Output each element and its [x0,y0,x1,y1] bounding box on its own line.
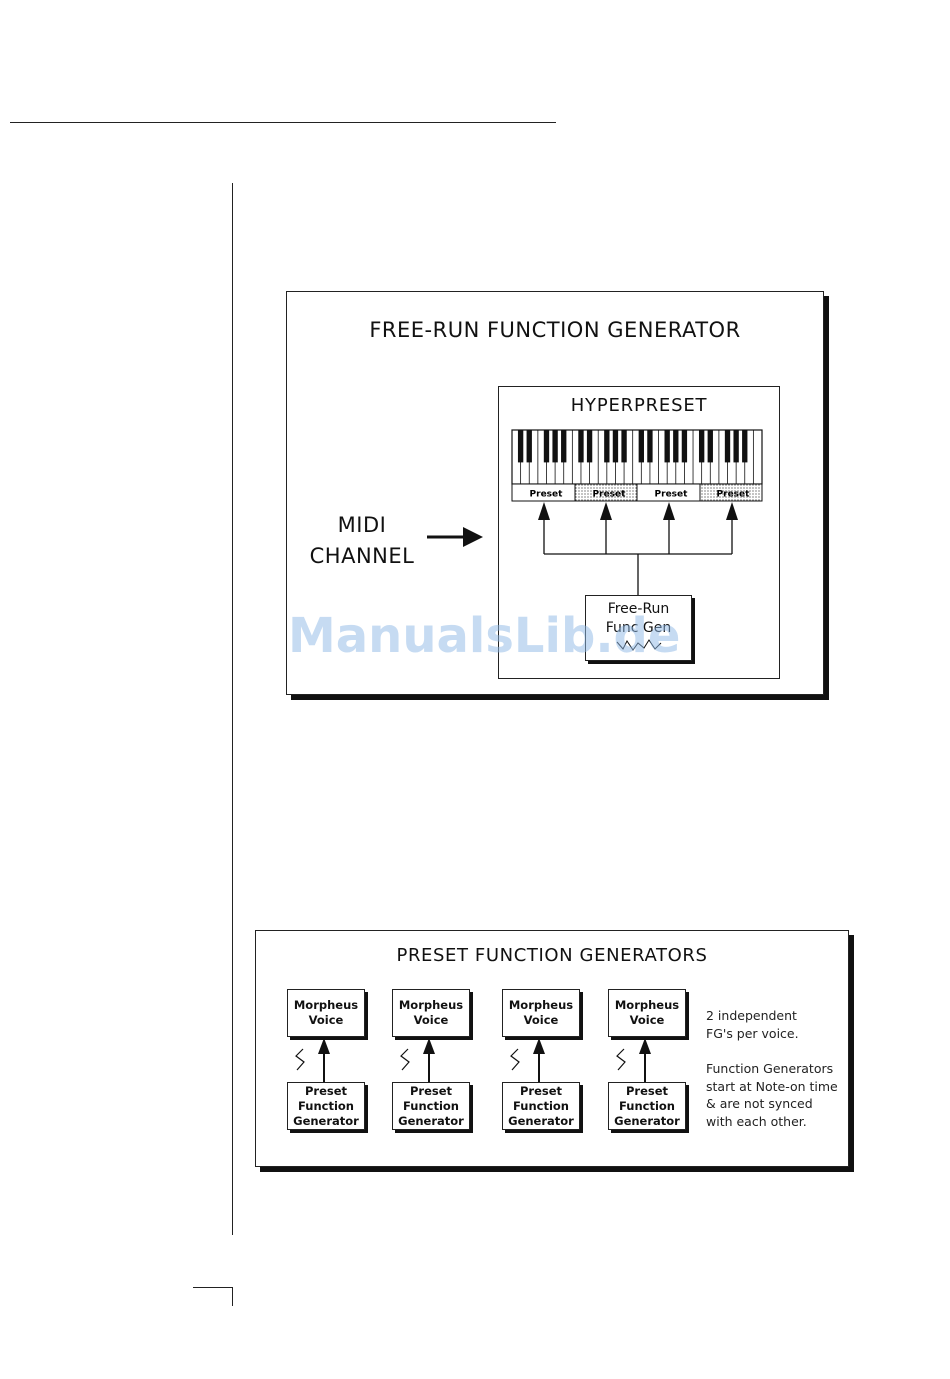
fg-label-line-1: Preset [409,1084,453,1098]
black-key [586,430,593,463]
footer-corner-horizontal [193,1287,233,1288]
note-line: with each other. [706,1113,807,1129]
zone-4 [699,483,763,502]
margin-rule [232,183,233,1235]
black-key [664,430,670,463]
zone-label-2: Preset [593,490,627,500]
voice-arrows [295,1038,651,1082]
fg-label-line-2: Function [402,1099,459,1113]
black-key [517,430,524,463]
black-key [526,430,532,463]
black-key [647,430,653,463]
fg-label-line-2: Function [512,1099,569,1113]
black-key [561,430,567,463]
morpheus-voice-box: Morpheus Voice [502,989,580,1037]
black-key [681,430,688,463]
hyperpreset-title: HYPERPRESET [570,395,708,416]
voice-arrow-head [533,1038,545,1054]
voice-arrow-head [423,1038,435,1054]
morpheus-voice-box: Morpheus Voice [287,989,365,1037]
fg-box-line-1: Free-Run [607,601,670,617]
arrow-heads [538,502,738,520]
modulation-squiggle [295,1048,305,1071]
fg-label-line-1: Preset [519,1084,563,1098]
voice-label-line-1: Morpheus [293,998,359,1012]
note-line: 2 independent [706,1008,797,1023]
black-key [621,430,627,463]
black-key [604,430,610,463]
black-key [733,430,739,463]
voice-arrow-head [639,1038,651,1054]
midi-label-line-1: MIDI [337,513,387,537]
black-key [698,430,705,463]
voice-label-line-1: Morpheus [614,998,680,1012]
zone-label-4: Preset [717,490,751,500]
note-line: start at Note-on time [706,1078,838,1094]
black-key [673,430,679,463]
free-run-figure: FREE-RUN FUNCTION GENERATOR MIDI CHANNEL… [286,291,824,695]
voice-label-line-1: Morpheus [398,998,464,1012]
header-rule [10,122,556,123]
keyboard [511,429,763,485]
voice-label-line-1: Morpheus [508,998,574,1012]
arrow-head-1 [538,502,550,520]
fg-label-line-3: Generator [293,1114,359,1128]
preset-fg-figure: PRESET FUNCTION GENERATORS Morpheus Voic… [255,930,849,1167]
black-key [543,430,550,463]
figure-title: PRESET FUNCTION GENERATORS [396,945,708,966]
zone-label-1: Preset [530,490,564,500]
black-key [724,430,731,463]
figure-title: FREE-RUN FUNCTION GENERATOR [369,318,741,342]
note-line: Function Generators [706,1061,834,1076]
modulation-squiggle [400,1048,410,1071]
arrow-head-4 [726,502,738,520]
note-line: & are not synced [706,1096,813,1111]
hyperpreset-box: HYPERPRESET [498,386,780,679]
arrow-head-3 [663,502,675,520]
random-wave-icon [616,639,661,651]
fg-label-line-3: Generator [508,1114,574,1128]
zone-label-3: Preset [655,490,689,500]
preset-zone-strip: Preset Preset Preset Preset [511,483,763,502]
voice-label-line-2: Voice [523,1013,559,1027]
voice-label-line-2: Voice [308,1013,344,1027]
connection-lines [543,516,733,599]
footer-corner-vertical [232,1287,233,1306]
arrow-head-2 [600,502,612,520]
preset-function-generator-box: Preset Function Generator [287,1082,365,1130]
free-run-diagram-graphics: Preset Preset Preset Preset [427,429,763,599]
voice-label-line-2: Voice [413,1013,449,1027]
fg-label-line-2: Function [618,1099,675,1113]
free-run-func-gen-box: Free-Run Func Gen [585,595,692,661]
black-key [552,430,558,463]
modulation-squiggle [510,1048,520,1071]
preset-function-generator-box: Preset Function Generator [392,1082,470,1130]
midi-arrow-head [463,527,483,547]
voice-label-line-2: Voice [629,1013,665,1027]
black-key [612,430,619,463]
fg-label-line-1: Preset [625,1084,669,1098]
note-on-sync-note: Function Generators start at Note-on tim… [706,1060,838,1130]
fg-label-line-2: Function [297,1099,354,1113]
fg-label-line-3: Generator [614,1114,680,1128]
voice-arrow-head [318,1038,330,1054]
black-key [742,430,748,463]
fg-label-line-1: Preset [304,1084,348,1098]
black-key [638,430,644,463]
midi-label-line-2: CHANNEL [309,544,415,568]
morpheus-voice-box: Morpheus Voice [392,989,470,1037]
preset-fg-graphics [295,1038,651,1082]
fg-box-line-2: Func Gen [605,620,672,636]
preset-function-generator-box: Preset Function Generator [502,1082,580,1130]
morpheus-voice-box: Morpheus Voice [608,989,686,1037]
midi-channel-label: MIDI CHANNEL [292,510,432,572]
independent-fg-note: 2 independent FG's per voice. [706,1007,799,1042]
watermark: ManualsLib.de [288,608,681,664]
black-key [707,430,713,463]
black-key [578,430,584,463]
preset-function-generator-box: Preset Function Generator [608,1082,686,1130]
modulation-squiggle [616,1048,626,1071]
fg-label-line-3: Generator [398,1114,464,1128]
note-line: FG's per voice. [706,1025,799,1041]
